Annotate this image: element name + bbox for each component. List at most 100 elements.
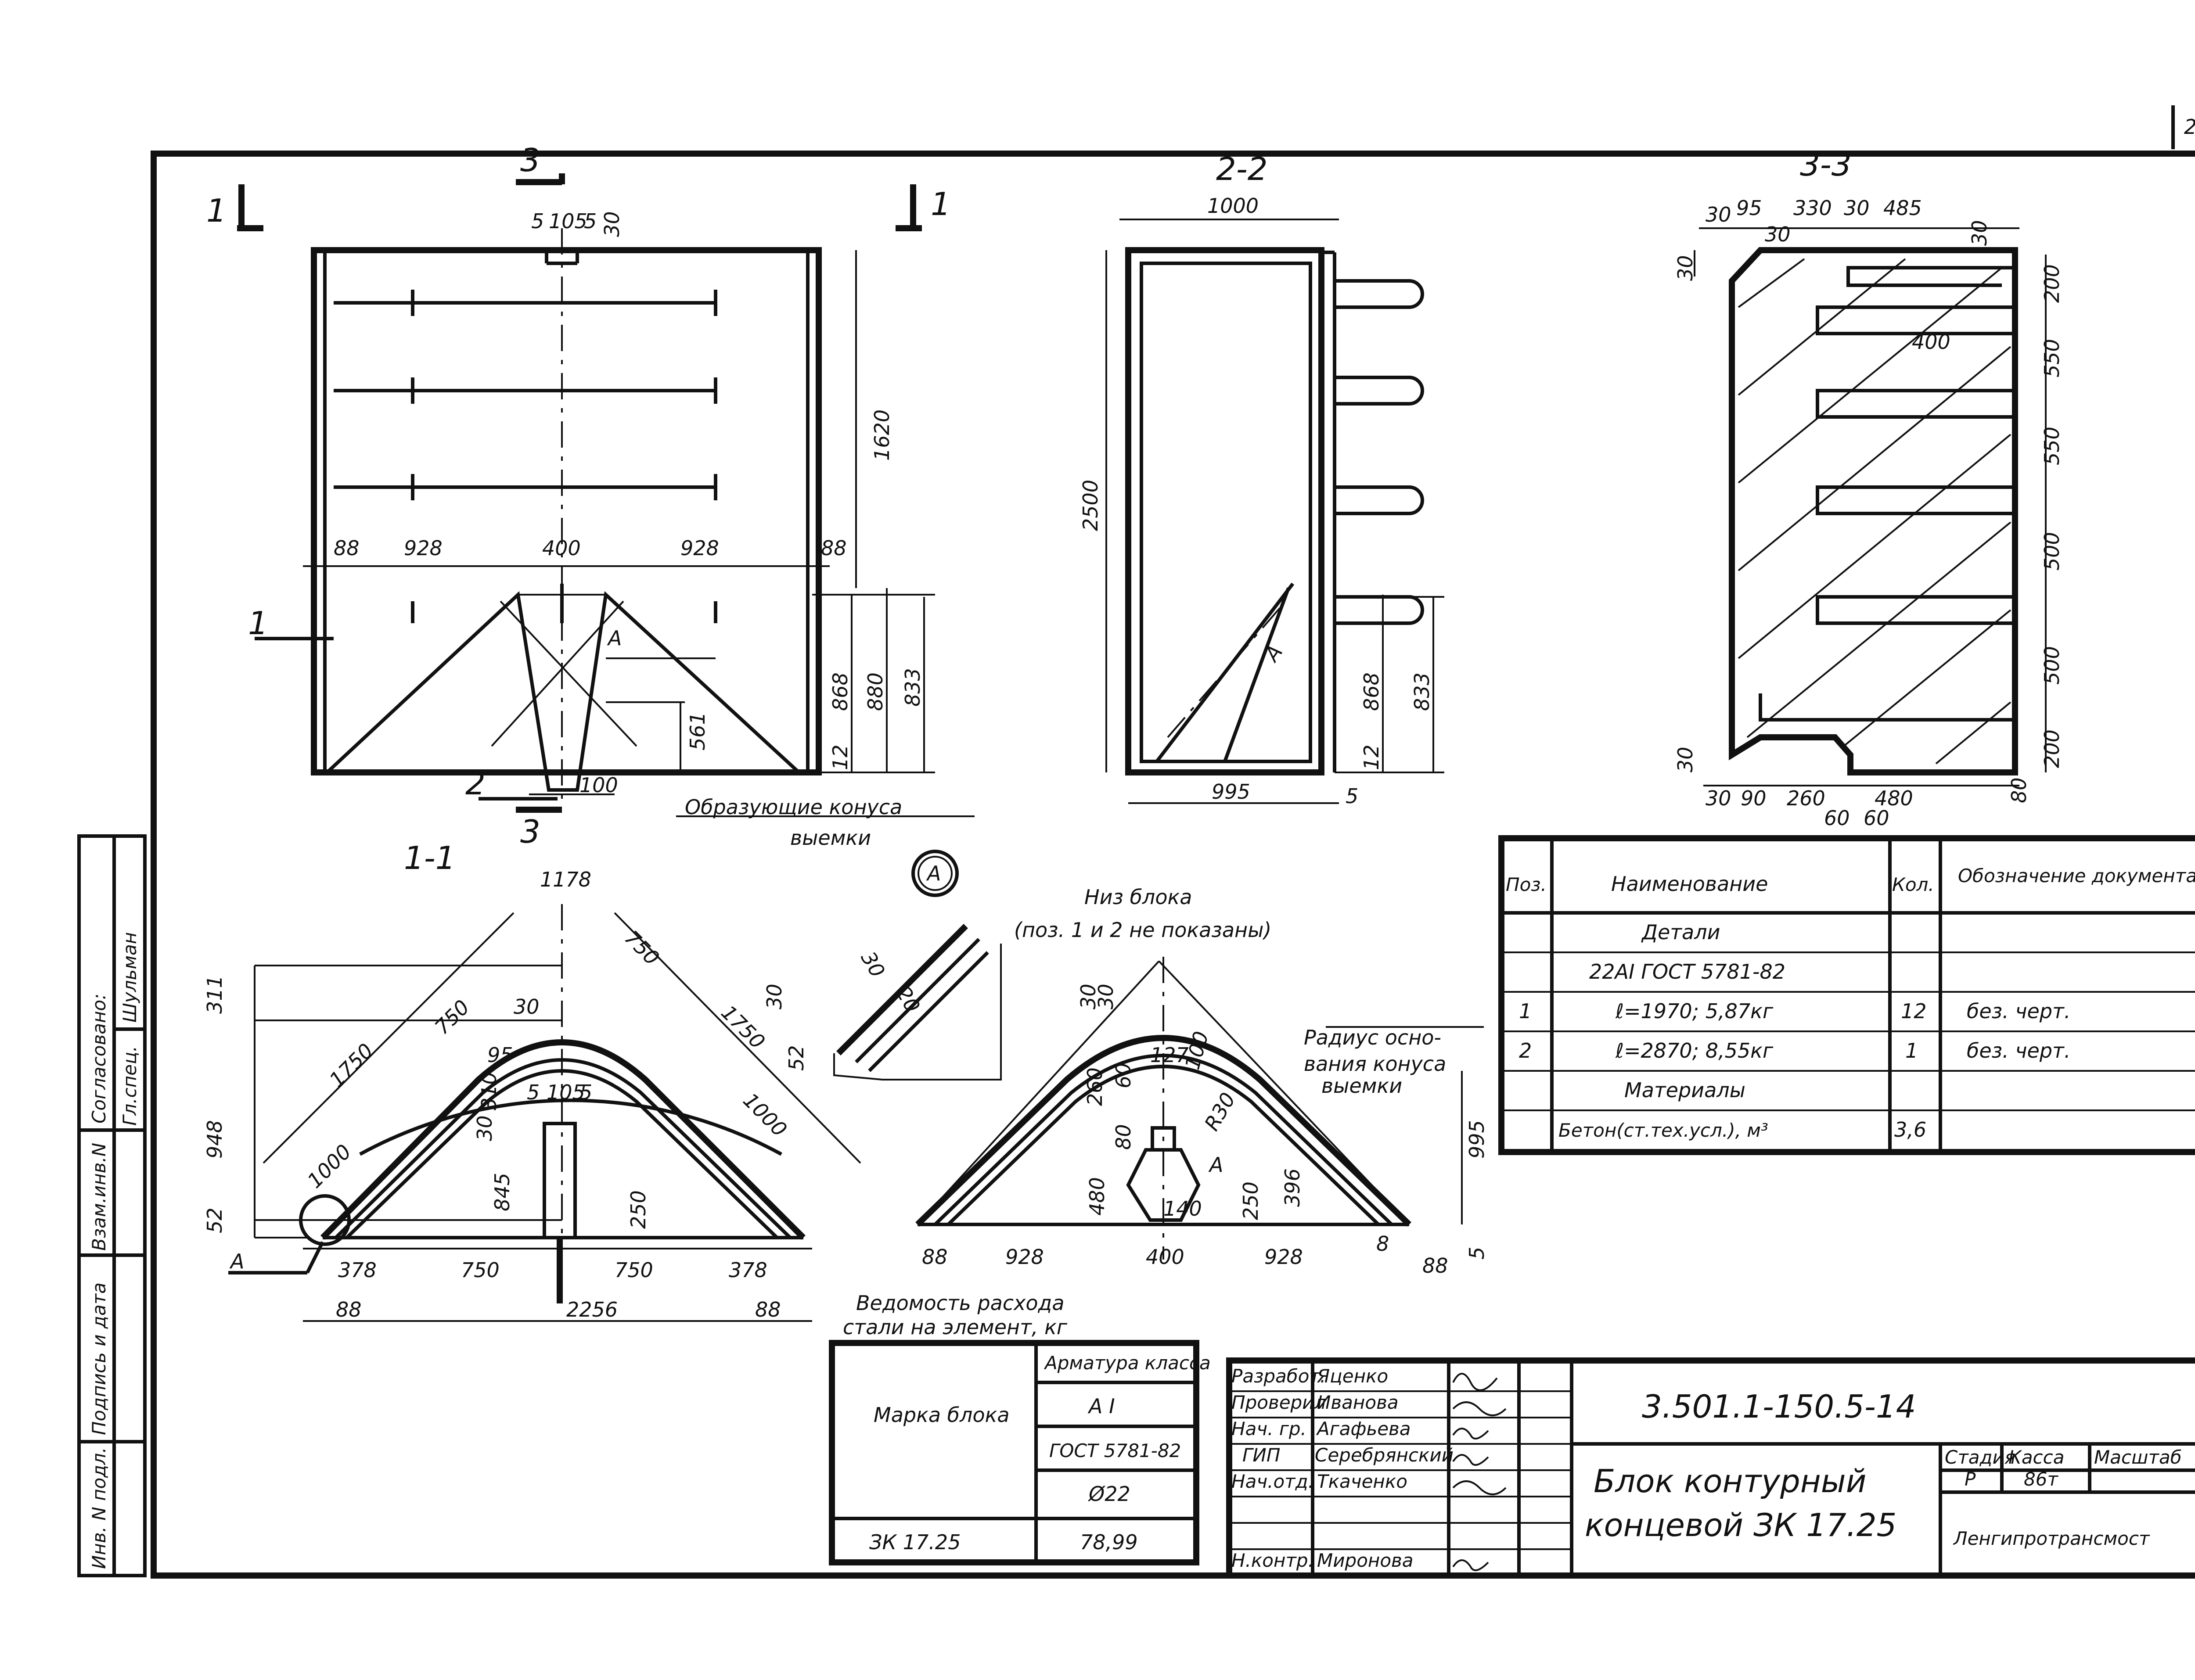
tb-role-2: Нач. гр.	[1231, 1418, 1306, 1439]
section-2-2: 2-2 А 1000 2500 868 833 12 995 5	[1079, 151, 1444, 808]
detail-A-label: А	[926, 862, 941, 885]
side-stamp-role: Гл.спец.	[119, 1046, 140, 1126]
s11-dim-378a: 378	[338, 1258, 377, 1282]
s11-dim-95: 95	[487, 1043, 513, 1067]
bottom-leader-A: А	[1208, 1153, 1223, 1177]
spec-row-3-pos: 2	[1519, 1039, 1532, 1063]
bottom-dim-R30: R30	[1200, 1088, 1240, 1134]
tb-name-0: Яценко	[1317, 1365, 1388, 1387]
s11-dim-750b: 750	[620, 926, 664, 970]
section-3-3: 3-3 30 95 330 30 485 30 30 30	[1673, 146, 2064, 830]
tb-name-3: Серебрянский	[1315, 1444, 1454, 1466]
steel-mark: ЗК 17.25	[869, 1530, 961, 1554]
detail-A: А 30 30 20 52	[763, 850, 1002, 1081]
section-2-2-dim-5: 5	[1346, 784, 1358, 808]
s11-dim-250: 250	[626, 1190, 650, 1229]
side-stamp-name: Шульман	[119, 932, 140, 1023]
spec-row-2-name: ℓ=1970; 5,87кг	[1615, 999, 1774, 1023]
s33-dim-top-30a: 30	[1706, 203, 1731, 226]
s11-dim-378b: 378	[729, 1258, 767, 1282]
spec-row-3-doc: без. черт.	[1967, 1039, 2070, 1063]
front-dim-1620: 1620	[870, 409, 894, 461]
tb-name-line2: концевой ЗК 17.25	[1585, 1507, 1896, 1544]
front-note-line1: Образующие конуса	[685, 795, 902, 819]
concrete-hatch	[1738, 258, 2011, 765]
bottom-dim-127: 127	[1150, 1043, 1189, 1067]
spec-row-0-name: Детали	[1641, 920, 1720, 944]
bottom-dim-30b: 30	[1094, 984, 1118, 1009]
bottom-dim-928a: 928	[1005, 1245, 1044, 1269]
tb-role-3: ГИП	[1242, 1444, 1280, 1466]
s11-dim-1178: 1178	[540, 868, 591, 891]
front-view: 1 1 3 3 1 2 А 5 105 5 30 1620 88 928 400…	[206, 142, 975, 850]
tb-name-1: Иванова	[1317, 1392, 1399, 1413]
front-dim-928-right: 928	[680, 536, 719, 560]
detail-A-dim-30b: 30	[856, 948, 889, 982]
tb-role-1: Проверил	[1231, 1392, 1326, 1413]
detail-A-dim-20: 20	[891, 983, 925, 1017]
s33-dim-right-500b: 500	[2040, 646, 2064, 685]
s11-dim-845: 845	[490, 1173, 514, 1211]
front-dim-88-right: 88	[821, 536, 847, 560]
bottom-dim-400: 400	[1146, 1245, 1184, 1269]
section-1-1-title: 1-1	[404, 840, 456, 876]
s33-dim-bottom-80: 80	[2007, 777, 2031, 803]
s33-dim-right-550b: 550	[2040, 427, 2064, 465]
title-block: Разработ. Яценко Проверил Иванова Нач. г…	[1226, 1357, 2195, 1579]
steel-diameter: Ø22	[1088, 1482, 1130, 1506]
s33-dim-inner-400: 400	[1912, 330, 1950, 354]
tb-role-6: Н.контр.	[1231, 1550, 1314, 1571]
front-dim-400: 400	[542, 536, 581, 560]
front-dim-868: 868	[828, 672, 852, 711]
signature-scribbles	[1452, 1373, 1507, 1571]
steel-title-line1: Ведомость расхода	[856, 1291, 1065, 1315]
bottom-dim-140: 140	[1163, 1197, 1202, 1221]
tb-class-v: 86т	[2024, 1468, 2058, 1490]
side-stamp-sign-date: Подпись и дата	[88, 1282, 110, 1435]
section-2-2-dim-995: 995	[1212, 780, 1250, 804]
s33-dim-top-30b: 30	[1844, 196, 1870, 220]
front-dim-928-left: 928	[404, 536, 443, 560]
spec-row-3-qty: 1	[1905, 1039, 1918, 1063]
steel-gost: ГОСТ 5781-82	[1049, 1440, 1181, 1461]
section-2-2-leader-A: А	[1259, 641, 1287, 667]
bottom-title-line2: (поз. 1 и 2 не показаны)	[1014, 918, 1271, 942]
bottom-dim-5: 5	[1465, 1247, 1489, 1260]
front-leader-1: 1	[248, 605, 268, 642]
s11-dim-311: 311	[203, 975, 227, 1014]
detail-A-dim-30a: 30	[763, 984, 786, 1009]
s33-dim-right-550a: 550	[2040, 339, 2064, 377]
tb-role-0: Разработ.	[1231, 1365, 1326, 1387]
bottom-view: Низ блока (поз. 1 и 2 не показаны) А Рад…	[915, 885, 1489, 1278]
bottom-dim-995: 995	[1465, 1120, 1489, 1159]
bottom-dim-88b: 88	[1422, 1254, 1448, 1278]
bottom-dim-80: 80	[1112, 1124, 1135, 1150]
front-leader-2: 2	[465, 765, 486, 802]
tb-org: Ленгипротрансмост	[1953, 1528, 2150, 1549]
front-cut-3-bottom: 3	[520, 813, 540, 850]
s33-dim-right-200b: 200	[2040, 729, 2064, 768]
front-dim-30: 30	[600, 211, 624, 237]
front-dim-833: 833	[901, 668, 925, 707]
s33-dim-bottom-30a: 30	[1673, 747, 1697, 772]
front-dim-105: 105	[549, 209, 587, 233]
spec-head-pos: Поз.	[1506, 874, 1547, 895]
s11-dim-1000b: 1000	[738, 1088, 792, 1142]
bottom-title-line1: Низ блока	[1084, 885, 1192, 909]
s11-dim-88a: 88	[336, 1298, 362, 1321]
s11-dim-5b: 5	[579, 1081, 592, 1104]
bottom-note-line3: выемки	[1321, 1074, 1402, 1098]
s11-dim-1750b: 1750	[716, 1001, 770, 1054]
side-stamp-agreed: Согласовано:	[88, 994, 110, 1124]
side-stamp: Согласовано: Гл.спец. Шульман Взам.инв.N…	[77, 834, 147, 1577]
front-dim-100: 100	[579, 773, 618, 797]
section-2-2-dim-2500: 2500	[1079, 480, 1102, 531]
front-leader-A: А	[607, 626, 622, 650]
s11-dim-88b: 88	[755, 1298, 781, 1321]
bottom-dim-60: 60	[1112, 1063, 1135, 1088]
section-2-2-dim-868: 868	[1360, 672, 1383, 711]
bottom-dim-250: 250	[1239, 1181, 1263, 1220]
spec-row-3-name: ℓ=2870; 8,55кг	[1615, 1039, 1774, 1063]
spec-row-1-name: 22АI ГОСТ 5781-82	[1589, 960, 1785, 984]
spec-head-qty: Кол.	[1892, 874, 1934, 895]
